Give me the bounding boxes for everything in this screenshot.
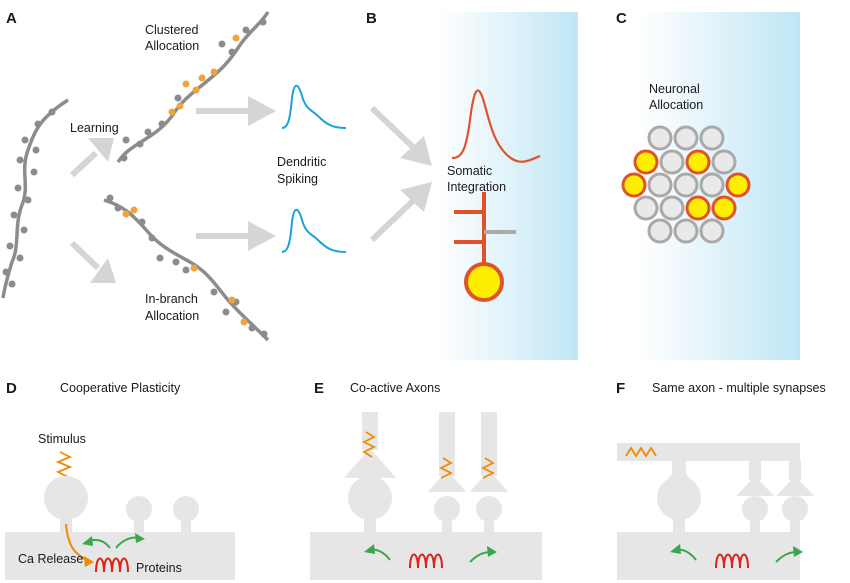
coactive-label: Co-active Axons: [350, 381, 440, 395]
dendritic-label-1: Dendritic: [277, 155, 326, 169]
learning-label: Learning: [70, 121, 119, 135]
sameaxon-label: Same axon - multiple synapses: [652, 381, 826, 395]
neuron-model: [454, 192, 516, 302]
arrow-to-soma-bottom: [369, 182, 432, 243]
neuron-cluster: [621, 125, 751, 244]
clustered-label-1: Clustered: [145, 23, 199, 37]
arrow-to-soma-top: [369, 105, 432, 166]
stimulus-zigzag-f: [625, 446, 657, 458]
stimulus-zigzag-d: [55, 451, 73, 478]
proteins-squiggle-f: [715, 553, 749, 569]
dendrite-original: [1, 98, 69, 299]
somatic-label-2: Integration: [447, 180, 506, 194]
panel-label-d: D: [6, 380, 17, 397]
stimulus-zigzag-e3: [480, 457, 496, 479]
clustered-label-2: Allocation: [145, 39, 199, 53]
panel-label-c: C: [616, 10, 627, 27]
stimulus-zigzag-e2: [438, 457, 454, 479]
dendritic-label-2: Spiking: [277, 172, 318, 186]
green-arrowhead-d-right: [135, 533, 145, 543]
panel-b-background: [440, 12, 578, 360]
inbranch-label-1: In-branch: [145, 292, 198, 306]
somatic-label-1: Somatic: [447, 164, 492, 178]
cooperative-label: Cooperative Plasticity: [60, 381, 181, 395]
proteins-squiggle-d: [95, 557, 129, 573]
ca-release-arrowhead: [84, 556, 94, 567]
dendrite-shaft-d: [5, 476, 235, 580]
inbranch-label-2: Allocation: [145, 309, 199, 323]
dendrite-shaft-e: [310, 412, 542, 580]
proteins-label: Proteins: [136, 561, 182, 575]
somatic-spike: [451, 89, 541, 163]
learning-arrow-up: [69, 138, 114, 178]
learning-arrow-down: [69, 240, 116, 283]
green-arrowhead-e-right: [487, 546, 497, 557]
ca-release-label: Ca Release: [18, 552, 83, 566]
green-arrowhead-f-right: [793, 546, 803, 557]
neuronal-label-2: Allocation: [649, 98, 703, 112]
neuronal-label-1: Neuronal: [649, 82, 700, 96]
green-arrowhead-d-left: [82, 536, 93, 546]
stimulus-zigzag-e1: [361, 431, 377, 458]
dendritic-spike-bottom: [281, 208, 347, 253]
panel-label-e: E: [314, 380, 324, 397]
panel-label-b: B: [366, 10, 377, 27]
stimulus-label: Stimulus: [38, 432, 86, 446]
proteins-squiggle-e: [409, 553, 443, 569]
dendrite-clustered: [116, 11, 270, 163]
dendritic-spike-top: [281, 84, 347, 129]
dendrite-inbranch: [103, 194, 270, 342]
green-arrowhead-f-left: [670, 544, 681, 554]
panel-label-a: A: [6, 10, 17, 27]
green-arrowhead-e-left: [364, 544, 375, 554]
arrow-to-spike-top: [196, 96, 276, 126]
dendrite-shaft-f: [617, 443, 814, 580]
arrow-to-spike-bottom: [196, 221, 276, 251]
panel-label-f: F: [616, 380, 625, 397]
